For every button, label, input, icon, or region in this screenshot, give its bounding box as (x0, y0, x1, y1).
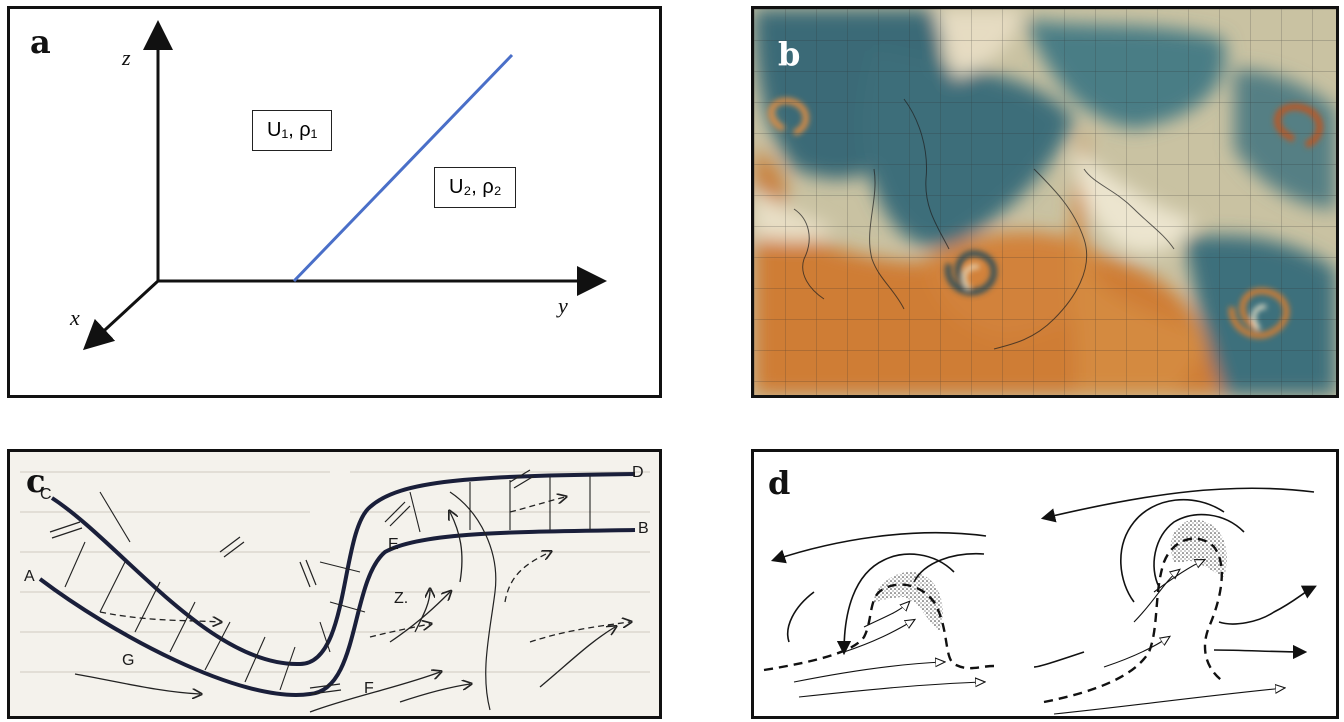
z-axis-label: z (122, 45, 131, 70)
y-axis-label: y (558, 293, 568, 318)
interface-line (292, 53, 514, 283)
panel-a: a z x y U₁, ρ₁ U₂, ρ₂ (7, 6, 662, 398)
point-z-label: Z. (394, 590, 409, 607)
point-d-label: D (632, 464, 644, 481)
ocean-painting (754, 9, 1336, 395)
panel-d-letter: d (768, 464, 791, 502)
point-a-label: A (24, 568, 35, 585)
point-b-label: B (638, 520, 649, 537)
front-c-to-d (50, 472, 636, 667)
panel-c: c C A D B E F G Z. (7, 449, 662, 719)
panel-c-letter: c (26, 462, 46, 500)
point-e-label: E (388, 536, 399, 553)
x-axis-label: x (70, 305, 80, 330)
x-axis (82, 279, 160, 351)
front-a-to-b (38, 528, 636, 697)
panel-a-axes (82, 20, 607, 351)
panel-a-letter: a (30, 23, 51, 61)
panel-d-eddy-sketches (763, 487, 1317, 715)
panel-c-front-sketch (20, 469, 650, 713)
panel-d: d (751, 449, 1339, 719)
point-c-label: C (40, 486, 52, 503)
panel-b-letter: b (778, 35, 801, 73)
point-g-label: G (122, 652, 135, 669)
lower-layer-label: U₂, ρ₂ (434, 167, 517, 208)
upper-layer-label: U₁, ρ₁ (252, 110, 333, 151)
panel-b: b (751, 6, 1339, 398)
point-f-label: F (364, 680, 374, 697)
